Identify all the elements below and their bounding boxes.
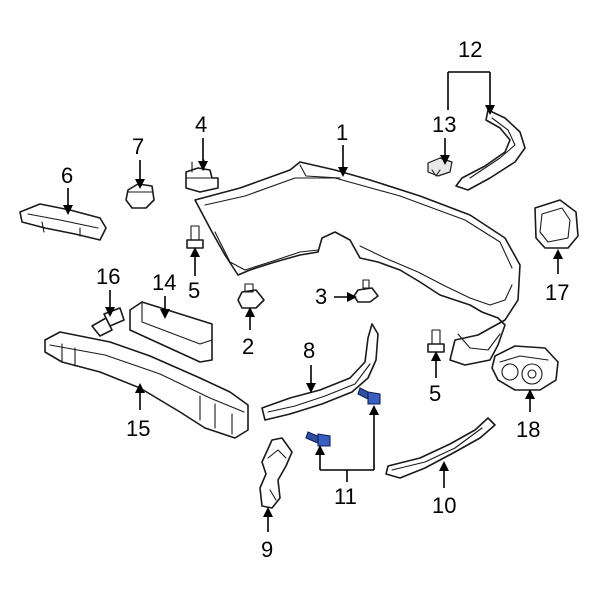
lower-strip-8-part[interactable] <box>261 323 379 421</box>
bolt-11-right-part[interactable] <box>357 387 381 405</box>
callout-17: 17 <box>545 280 569 305</box>
callout-8: 8 <box>303 338 315 363</box>
callout-labels: 1 4 7 6 12 13 5 2 3 5 16 14 15 8 9 11 10… <box>61 37 569 562</box>
callout-4: 4 <box>195 112 207 137</box>
clip-13-part[interactable] <box>427 157 453 177</box>
callout-11: 11 <box>334 484 357 509</box>
impact-bar-15-part[interactable] <box>44 331 249 439</box>
callout-9: 9 <box>261 537 273 562</box>
bracket-9-part[interactable] <box>259 437 293 509</box>
callout-1: 1 <box>336 120 348 145</box>
upper-trim-strip-part[interactable] <box>455 109 526 191</box>
leader-lines <box>63 71 563 532</box>
retainer-clip-4-part[interactable] <box>185 159 219 193</box>
bracket-assembly-18-part[interactable] <box>491 345 559 391</box>
bumper-cover-part[interactable] <box>194 161 521 366</box>
callout-18: 18 <box>516 417 540 442</box>
callout-5-lower: 5 <box>429 381 441 406</box>
push-clip-5-upper-part[interactable] <box>186 225 204 249</box>
clip-7-part[interactable] <box>125 183 155 209</box>
bolt-11-left-part[interactable] <box>305 431 331 447</box>
callout-15: 15 <box>126 416 150 441</box>
callout-13: 13 <box>432 112 456 137</box>
nut-3-part[interactable] <box>353 279 379 303</box>
callout-14: 14 <box>152 270 176 295</box>
nut-2-part[interactable] <box>237 283 265 309</box>
callout-2: 2 <box>242 334 254 359</box>
callout-7: 7 <box>132 134 144 159</box>
side-bracket-6-part[interactable] <box>19 203 107 241</box>
push-clip-5-lower-part[interactable] <box>427 329 445 353</box>
side-skirt-10-part[interactable] <box>385 417 496 479</box>
callout-12: 12 <box>458 37 482 62</box>
callout-6: 6 <box>61 163 73 188</box>
callout-10: 10 <box>432 493 456 518</box>
energy-absorber-14-part[interactable] <box>129 301 213 363</box>
callout-3: 3 <box>315 284 327 309</box>
callout-16: 16 <box>96 264 120 289</box>
bolt-16-part[interactable] <box>91 307 125 337</box>
mount-17-part[interactable] <box>534 199 579 249</box>
callout-5-upper: 5 <box>188 278 200 303</box>
